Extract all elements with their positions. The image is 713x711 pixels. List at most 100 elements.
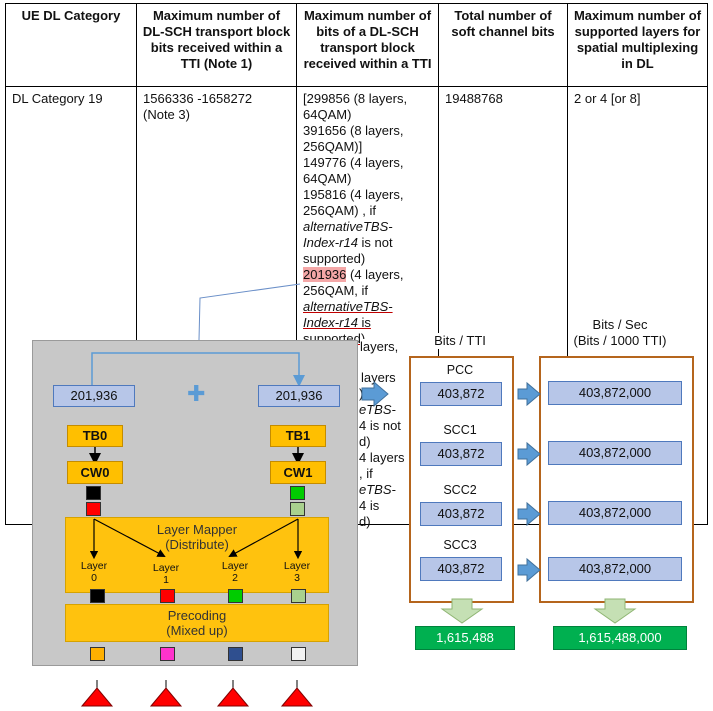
antenna-2-icon	[216, 687, 250, 707]
cw1-box: CW1	[270, 461, 326, 484]
arrow-right-icon	[517, 557, 541, 583]
partial-text: 4 is	[359, 498, 380, 513]
max-bits-line: 256QAM)]	[303, 139, 363, 154]
layer-0-symbol	[90, 589, 105, 603]
carrier-bits-sec: 403,872,000	[548, 441, 682, 465]
alt-tbs-italic: Index-r14	[303, 315, 358, 330]
alt-tbs-text: is not	[357, 235, 393, 250]
tb1-box: TB1	[270, 425, 326, 447]
partial-text: d)	[359, 434, 371, 449]
highlighted-line-2: 256QAM, if	[303, 283, 369, 298]
layer-3-symbol	[291, 589, 306, 603]
max-bits-line: 256QAM) , if	[303, 203, 376, 218]
highlighted-value: 201936	[303, 267, 347, 282]
partial-text: 4 is not	[359, 418, 401, 433]
carrier-bits-tti: 403,872	[420, 557, 502, 581]
layer-mapping-panel: 201,936 ✚ 201,936 TB0 TB1 CW0 CW1 Layer …	[32, 340, 358, 666]
plus-icon: ✚	[187, 381, 206, 406]
underlined-line: Index-r14 is	[303, 315, 371, 330]
cw1-symbol-lightgreen	[290, 502, 305, 516]
underlined-line: alternativeTBS-	[303, 299, 432, 315]
bits-per-tti-header: Bits / TTI	[410, 333, 510, 349]
antenna-3-icon	[280, 687, 314, 707]
carrier-bits-tti: 403,872	[420, 502, 502, 526]
highlighted-line: 201936 (4 layers,	[303, 267, 432, 283]
max-bits-line: [299856 (8 layers,	[303, 91, 408, 106]
arrow-right-icon	[361, 380, 389, 408]
carrier-label-pcc: PCC	[446, 363, 474, 377]
highlighted-rest: (4 layers,	[346, 267, 404, 282]
precoding-block: Precoding (Mixed up)	[65, 604, 329, 642]
tbs-right-box: 201,936	[258, 385, 340, 407]
alt-tbs-line: supported)	[303, 251, 366, 266]
cw0-symbol-red	[86, 502, 101, 516]
alt-tbs-italic: alternativeTBS-	[303, 299, 393, 314]
max-bits-line: 149776 (4 layers,	[303, 155, 404, 170]
antenna-0-icon	[80, 687, 114, 707]
carrier-bits-sec: 403,872,000	[548, 381, 682, 405]
bits-per-sec-title: Bits / Sec	[592, 317, 648, 332]
precoded-output-2	[228, 647, 243, 661]
max-bits-line: 64QAM)	[303, 107, 352, 122]
precoded-output-1	[160, 647, 175, 661]
partial-text: layers	[361, 370, 396, 385]
header-ue-dl-category: UE DL Category	[5, 3, 137, 87]
carrier-bits-tti: 403,872	[420, 382, 502, 406]
max-tb-bits-value: 1566336 -1658272	[143, 91, 253, 106]
total-bits-tti: 1,615,488	[415, 626, 515, 650]
partial-text: eTBS-	[359, 402, 396, 417]
tbs-left-box: 201,936	[53, 385, 135, 407]
bits-per-sec-subtitle: (Bits / 1000 TTI)	[573, 333, 667, 348]
arrow-right-icon	[517, 441, 541, 467]
layer-mapper-title: Layer Mapper	[156, 522, 238, 537]
layer-1-symbol	[160, 589, 175, 603]
partial-text: eTBS-	[359, 482, 396, 497]
max-bits-line: 64QAM)	[303, 171, 352, 186]
antenna-row	[80, 680, 314, 707]
distribute-arrows	[89, 518, 303, 560]
carrier-label-scc2: SCC2	[443, 483, 477, 497]
alt-tbs-line: Index-r14 is not	[303, 235, 432, 251]
cw0-symbol-black	[86, 486, 101, 500]
cw1-symbol-green	[290, 486, 305, 500]
arrow-down-icon	[593, 598, 637, 624]
cw0-box: CW0	[67, 461, 123, 484]
table-row: DL Category 19 1566336 -1658272 (Note 3)…	[5, 86, 708, 525]
precoding-subtitle: (Mixed up)	[166, 623, 228, 638]
alt-tbs-italic: alternativeTBS-	[303, 219, 393, 234]
precoded-output-0	[90, 647, 105, 661]
layer-2-symbol	[228, 589, 243, 603]
carrier-bits-sec: 403,872,000	[548, 557, 682, 581]
carrier-label-scc1: SCC1	[443, 423, 477, 437]
max-bits-line: 195816 (4 layers,	[303, 187, 404, 202]
partial-text: layers,	[360, 339, 399, 354]
precoded-output-3	[291, 647, 306, 661]
partial-text: , if	[359, 466, 373, 481]
alt-tbs-italic: Index-r14	[303, 235, 358, 250]
antenna-1-icon	[149, 687, 183, 707]
max-tb-bits-note: (Note 3)	[143, 107, 190, 122]
arrow-down-icon	[440, 598, 484, 624]
header-max-tb-bits: Maximum number of DL-SCH transport block…	[136, 3, 297, 87]
bits-per-sec-header: Bits / Sec (Bits / 1000 TTI)	[540, 317, 700, 349]
header-max-layers: Maximum number of supported layers for s…	[567, 3, 708, 87]
tb0-box: TB0	[67, 425, 123, 447]
partial-text: d)	[359, 514, 371, 529]
ue-category-table: UE DL Category Maximum number of DL-SCH …	[5, 3, 708, 525]
precoding-title: Precoding	[167, 608, 227, 623]
arrow-right-icon	[517, 501, 541, 527]
arrow-right-icon	[517, 381, 541, 407]
partial-text: 4 layers	[359, 450, 405, 465]
layer-mapper-subtitle: (Distribute)	[165, 537, 229, 552]
max-bits-line: 391656 (8 layers,	[303, 123, 404, 138]
carrier-label-scc3: SCC3	[443, 538, 477, 552]
layer-mapper-block: Layer Mapper (Distribute)	[65, 517, 329, 593]
total-bits-sec: 1,615,488,000	[553, 626, 687, 650]
carrier-bits-sec: 403,872,000	[548, 501, 682, 525]
